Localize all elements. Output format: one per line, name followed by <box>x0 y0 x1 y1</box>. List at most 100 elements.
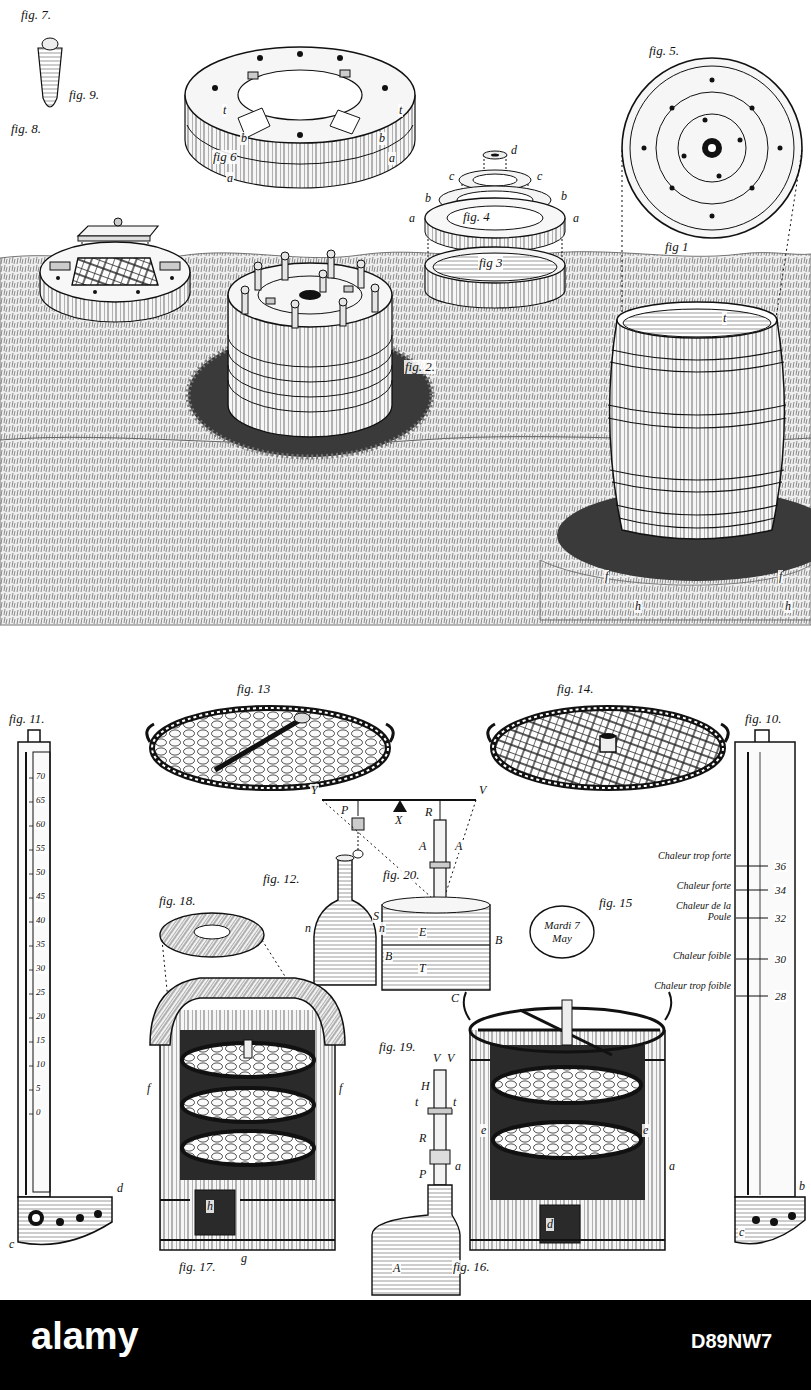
figure-label: fig. 9. <box>68 88 100 102</box>
callout-letter: A <box>392 1262 401 1275</box>
callout-letter: n <box>304 922 312 935</box>
callout-letter: a <box>454 1160 462 1173</box>
scale-number: 65 <box>35 796 46 806</box>
figure-label: fig. 13 <box>236 682 271 696</box>
callout-letter: t <box>452 1096 457 1109</box>
callout-letter: d <box>116 1182 124 1195</box>
callout-letter: a <box>668 1160 676 1173</box>
callout-letter: B <box>494 934 503 947</box>
scale-number: 45 <box>35 892 46 902</box>
callout-letter: e <box>642 1124 649 1137</box>
egg-shape <box>530 906 594 958</box>
watermark-id: D89NW7 <box>690 1330 773 1352</box>
callout-letter: c <box>8 1238 15 1251</box>
inscription-text: Mardi 7 May <box>539 919 585 944</box>
figure-label: fig. 11. <box>8 712 46 726</box>
callout-letter: E <box>418 926 427 939</box>
figure-label: fig 6 <box>212 150 237 164</box>
scale-number: 20 <box>35 1012 46 1022</box>
scale-number: 0 <box>35 1108 42 1118</box>
callout-letter: c <box>536 170 543 183</box>
watermark: alamy <box>30 1316 140 1358</box>
figure-label: fig. 12. <box>262 872 300 886</box>
scale-number: 30 <box>774 953 787 965</box>
callout-letter: R <box>424 806 433 819</box>
egg: Mardi 7 May <box>528 904 596 960</box>
callout-letter: V <box>446 1052 455 1065</box>
callout-letter: f <box>778 570 783 583</box>
callout-letter: a <box>388 152 396 165</box>
scale-annotation: Chaleur foible <box>650 950 732 961</box>
callout-letter: c <box>738 1226 745 1239</box>
scale-number: 10 <box>35 1060 46 1070</box>
figure-label: fig. 8. <box>10 122 42 136</box>
scale-number: 35 <box>35 940 46 950</box>
scale-annotation: Chaleur de la Poule <box>650 900 732 922</box>
figure-label: fig. 4 <box>462 210 491 224</box>
scale-number: 36 <box>774 860 787 872</box>
scale-number: 5 <box>35 1084 42 1094</box>
callout-letter: B <box>384 950 393 963</box>
figure-label: fig. 10. <box>744 712 782 726</box>
scale-number: 60 <box>35 820 46 830</box>
figure-label: fig. 15 <box>598 896 633 910</box>
figure-label: fig. 17. <box>178 1260 216 1274</box>
callout-letter: P <box>340 804 349 817</box>
callout-letter: e <box>480 1124 487 1137</box>
callout-letter: n <box>378 922 386 935</box>
callout-letter: c <box>448 170 455 183</box>
callout-letter: g <box>240 1252 248 1265</box>
egg-inscription: Mardi 7 May <box>539 919 585 944</box>
callout-letter: C <box>450 992 460 1005</box>
callout-letter: H <box>420 1080 431 1093</box>
callout-letter: X <box>394 814 403 827</box>
scale-number: 30 <box>35 964 46 974</box>
callout-letter: a <box>408 212 416 225</box>
figure-label: fig 1 <box>664 240 689 254</box>
figure-label: fig 3 <box>478 256 503 270</box>
callout-letter: b <box>424 192 432 205</box>
callout-letter: Y <box>310 784 319 797</box>
scale-number: 32 <box>774 912 787 924</box>
callout-letter: P <box>418 1168 427 1181</box>
callout-letter: d <box>510 144 518 157</box>
callout-letter: h <box>206 1200 214 1213</box>
callout-letter: a <box>572 212 580 225</box>
figure-label: fig. 19. <box>378 1040 416 1054</box>
scale-annotation: Chaleur forte <box>650 880 732 891</box>
callout-letter: a <box>226 172 234 185</box>
figure-label: fig. 20. <box>382 868 420 882</box>
callout-letter: V <box>478 784 487 797</box>
scale-number: 28 <box>774 990 787 1002</box>
scale-number: 25 <box>35 988 46 998</box>
scale-number: 50 <box>35 868 46 878</box>
callout-letter: t <box>414 1096 419 1109</box>
callout-letter: t <box>722 312 727 325</box>
callout-letter: b <box>798 1180 806 1193</box>
scale-annotation: Chaleur trop foible <box>650 980 732 991</box>
figure-label: fig. 5. <box>648 44 680 58</box>
callout-letter: f <box>338 1082 343 1095</box>
figure-label: fig. 2. <box>404 360 436 374</box>
scale-annotation: Chaleur trop forte <box>650 850 732 861</box>
callout-letter: b <box>378 132 386 145</box>
callout-letter: T <box>418 962 427 975</box>
scale-number: 15 <box>35 1036 46 1046</box>
figure-label: fig. 14. <box>556 682 594 696</box>
callout-letter: f <box>146 1082 151 1095</box>
callout-letter: t <box>398 104 403 117</box>
figure-label: fig. 16. <box>452 1260 490 1274</box>
callout-letter: h <box>634 600 642 613</box>
callout-letter: b <box>240 132 248 145</box>
callout-letter: A <box>454 840 463 853</box>
callout-letter: t <box>222 104 227 117</box>
callout-letter: b <box>560 190 568 203</box>
callout-letter: R <box>418 1132 427 1145</box>
callout-letter: h <box>784 600 792 613</box>
scale-number: 55 <box>35 844 46 854</box>
figure-label: fig. 18. <box>158 894 196 908</box>
callout-letter: A <box>418 840 427 853</box>
callout-letter: S <box>372 910 380 923</box>
callout-letter: V <box>432 1052 441 1065</box>
